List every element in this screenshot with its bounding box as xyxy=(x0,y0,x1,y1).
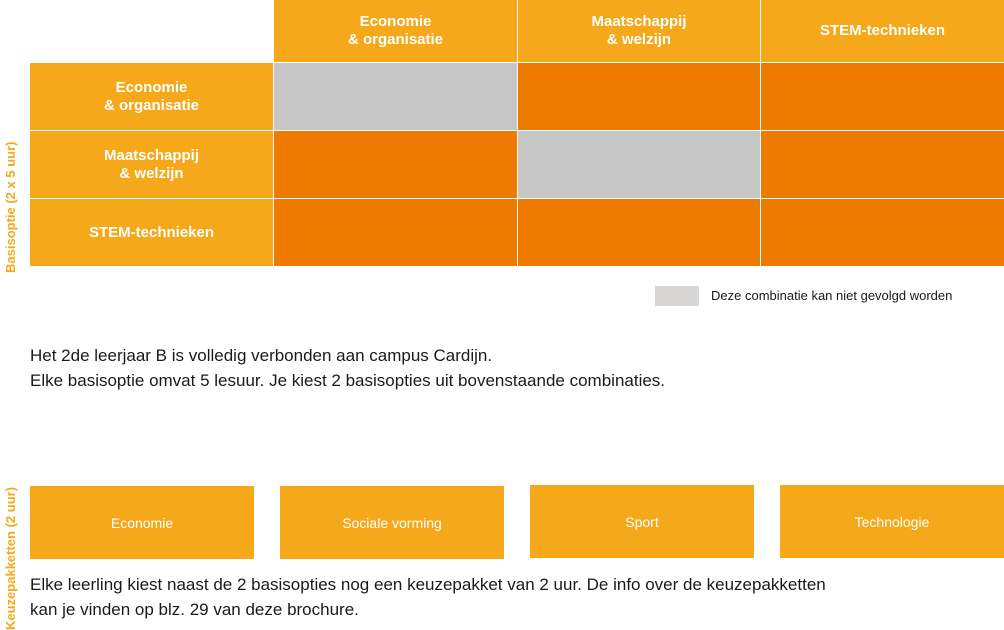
matrix-cell-economie-stem xyxy=(761,63,1004,130)
matrix-cell-stem-economie xyxy=(274,199,517,266)
footer-line-1: Elke leerling kiest naast de 2 basisopti… xyxy=(30,575,826,594)
basisoptie-side-label: Basisoptie (2 x 5 uur) xyxy=(3,141,18,273)
footer-line-2: kan je vinden op blz. 29 van deze brochu… xyxy=(30,600,359,619)
matrix-cell-maatschappij-economie xyxy=(274,131,517,198)
row-header-economie: Economie & organisatie xyxy=(30,63,273,130)
matrix-cell-stem-maatschappij xyxy=(518,199,760,266)
matrix-cell-economie-maatschappij xyxy=(518,63,760,130)
matrix-cell-maatschappij-maatschappij xyxy=(518,131,760,198)
matrix-cell-maatschappij-stem xyxy=(761,131,1004,198)
package-economie: Economie xyxy=(30,486,254,559)
row-header-stem: STEM-technieken xyxy=(30,199,273,266)
column-header-economie: Economie & organisatie xyxy=(274,0,517,62)
legend-label: Deze combinatie kan niet gevolgd worden xyxy=(711,288,953,303)
package-sociale-vorming: Sociale vorming xyxy=(280,486,504,559)
column-header-stem: STEM-technieken xyxy=(761,0,1004,62)
column-header-maatschappij: Maatschappij & welzijn xyxy=(518,0,760,62)
intro-line-2: Elke basisoptie omvat 5 lesuur. Je kiest… xyxy=(30,371,666,390)
matrix-cell-stem-stem xyxy=(761,199,1004,266)
package-sport: Sport xyxy=(530,485,754,558)
intro-paragraph: Het 2de leerjaar B is volledig verbonden… xyxy=(30,343,990,393)
package-technologie: Technologie xyxy=(780,485,1004,558)
footer-paragraph: Elke leerling kiest naast de 2 basisopti… xyxy=(30,572,1000,622)
keuzepakketten-side-label: Keuzepakketten (2 uur) xyxy=(3,486,18,630)
intro-line-1: Het 2de leerjaar B is volledig verbonden… xyxy=(30,346,493,365)
row-header-maatschappij: Maatschappij & welzijn xyxy=(30,131,273,198)
matrix-cell-economie-economie xyxy=(274,63,517,130)
legend-swatch xyxy=(655,286,699,306)
